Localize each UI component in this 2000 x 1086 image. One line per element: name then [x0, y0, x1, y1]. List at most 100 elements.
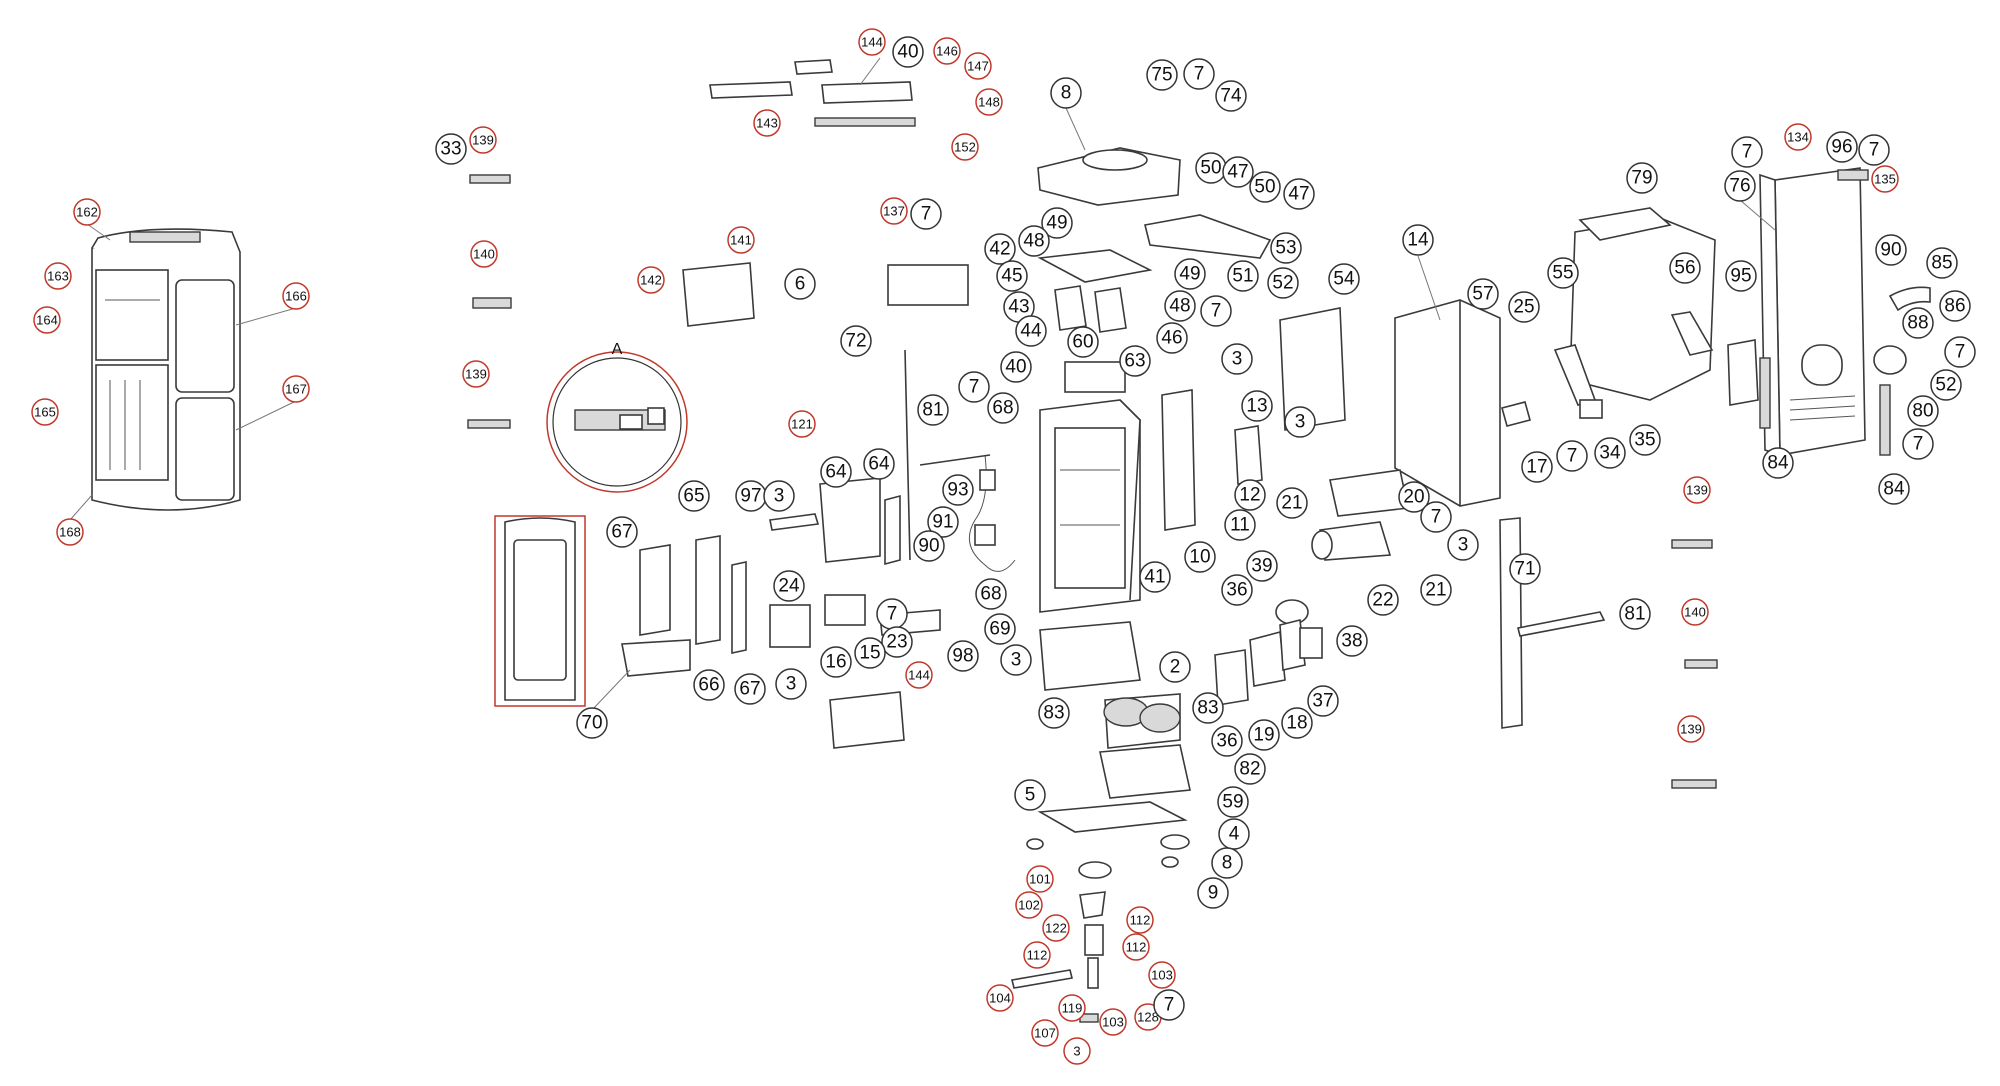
callout-number: 96 [1831, 137, 1852, 158]
callout-circle [1447, 529, 1479, 561]
callout-number: 134 [1787, 130, 1809, 145]
detail-a: A [546, 341, 688, 493]
callout-circle [1183, 58, 1215, 90]
part-callout-142: 142 [637, 266, 665, 294]
callout-circle [1038, 697, 1070, 729]
part-callout-119: 119 [1058, 994, 1086, 1022]
callout-number: 7 [969, 377, 980, 398]
part-callout-137: 137 [880, 197, 908, 225]
callout-circle [1234, 479, 1266, 511]
callout-number: 103 [1151, 968, 1173, 983]
callout-circle [1000, 351, 1032, 383]
part-callout-103: 103 [1099, 1008, 1127, 1036]
callout-circle [576, 707, 608, 739]
callout-number: 57 [1472, 284, 1493, 305]
callout-number: 49 [1179, 264, 1200, 285]
callout-circle [951, 133, 979, 161]
callout-circle [1267, 267, 1299, 299]
part-callout-37: 37 [1307, 685, 1339, 717]
callout-number: 35 [1634, 430, 1655, 451]
callout-number: 72 [845, 331, 866, 352]
callout-circle [1626, 162, 1658, 194]
callout-circle [1878, 473, 1910, 505]
part-callout-8: 8 [1211, 847, 1243, 879]
part-callout-18: 18 [1281, 707, 1313, 739]
callout-circle [1197, 877, 1229, 909]
callout-number: 152 [954, 140, 976, 155]
callout-number: 164 [36, 313, 58, 328]
callout-circle [1284, 406, 1316, 438]
callout-number: 88 [1907, 313, 1928, 334]
callout-circle [1420, 501, 1452, 533]
callout-circle [1902, 428, 1934, 460]
callout-circle [854, 637, 886, 669]
part-callout-56: 56 [1669, 252, 1701, 284]
callout-number: 79 [1631, 168, 1652, 189]
callout-number: 144 [861, 35, 883, 50]
part-callout-96: 96 [1826, 131, 1858, 163]
callout-number: 55 [1552, 263, 1573, 284]
callout-number: 7 [1164, 995, 1175, 1016]
callout-number: 98 [952, 646, 973, 667]
callout-circle [975, 88, 1003, 116]
callout-number: 146 [936, 44, 958, 59]
part-callout-7: 7 [1420, 501, 1452, 533]
callout-circle [1063, 1037, 1091, 1065]
part-callout-112: 112 [1126, 906, 1154, 934]
callout-circle [1762, 447, 1794, 479]
callout-number: 10 [1189, 547, 1210, 568]
part-callout-144: 144 [858, 28, 886, 56]
part-callout-54: 54 [1328, 263, 1360, 295]
callout-circle [1328, 263, 1360, 295]
callout-circle [840, 325, 872, 357]
callout-number: 83 [1043, 703, 1064, 724]
part-callout-49: 49 [1041, 207, 1073, 239]
callout-number: 21 [1425, 580, 1446, 601]
callout-number: 7 [887, 604, 898, 625]
callout-circle [1944, 336, 1976, 368]
callout-circle [784, 268, 816, 300]
callout-number: 42 [989, 239, 1010, 260]
callout-circle [1184, 541, 1216, 573]
part-callout-52: 52 [1930, 369, 1962, 401]
part-callout-12: 12 [1234, 479, 1266, 511]
callout-number: 11 [1230, 515, 1250, 536]
callout-number: 14 [1407, 230, 1429, 251]
callout-number: 7 [1869, 140, 1880, 161]
callout-number: 51 [1232, 266, 1253, 287]
part-callout-24: 24 [773, 570, 805, 602]
callout-circle [773, 570, 805, 602]
callout-circle [1467, 278, 1499, 310]
callout-number: 67 [739, 679, 760, 700]
part-callout-164: 164 [33, 306, 61, 334]
callout-circle [1875, 234, 1907, 266]
callout-number: 53 [1275, 238, 1296, 259]
callout-number: 102 [1018, 898, 1040, 913]
callout-circle [947, 640, 979, 672]
callout-number: 46 [1161, 328, 1182, 349]
callout-number: 24 [778, 576, 800, 597]
callout-circle [1058, 994, 1086, 1022]
part-callout-68: 68 [987, 392, 1019, 424]
callout-circle [984, 613, 1016, 645]
part-callout-3: 3 [1447, 529, 1479, 561]
callout-number: 119 [1062, 1001, 1083, 1016]
callout-circle [1420, 574, 1452, 606]
part-callout-60: 60 [1067, 326, 1099, 358]
part-callout-7: 7 [1902, 428, 1934, 460]
part-callout-34: 34 [1594, 437, 1626, 469]
part-callout-51: 51 [1227, 260, 1259, 292]
part-callout-21: 21 [1276, 487, 1308, 519]
part-callout-3: 3 [1000, 644, 1032, 676]
part-callout-134: 134 [1784, 123, 1812, 151]
callout-number: 90 [1880, 240, 1901, 261]
part-callout-2: 2 [1159, 651, 1191, 683]
part-callout-7: 7 [1944, 336, 1976, 368]
callout-circle [44, 262, 72, 290]
callout-number: 139 [1680, 722, 1702, 737]
part-callout-79: 79 [1626, 162, 1658, 194]
part-callout-95: 95 [1725, 260, 1757, 292]
callout-number: 3 [1232, 349, 1243, 370]
part-callout-65: 65 [678, 480, 710, 512]
